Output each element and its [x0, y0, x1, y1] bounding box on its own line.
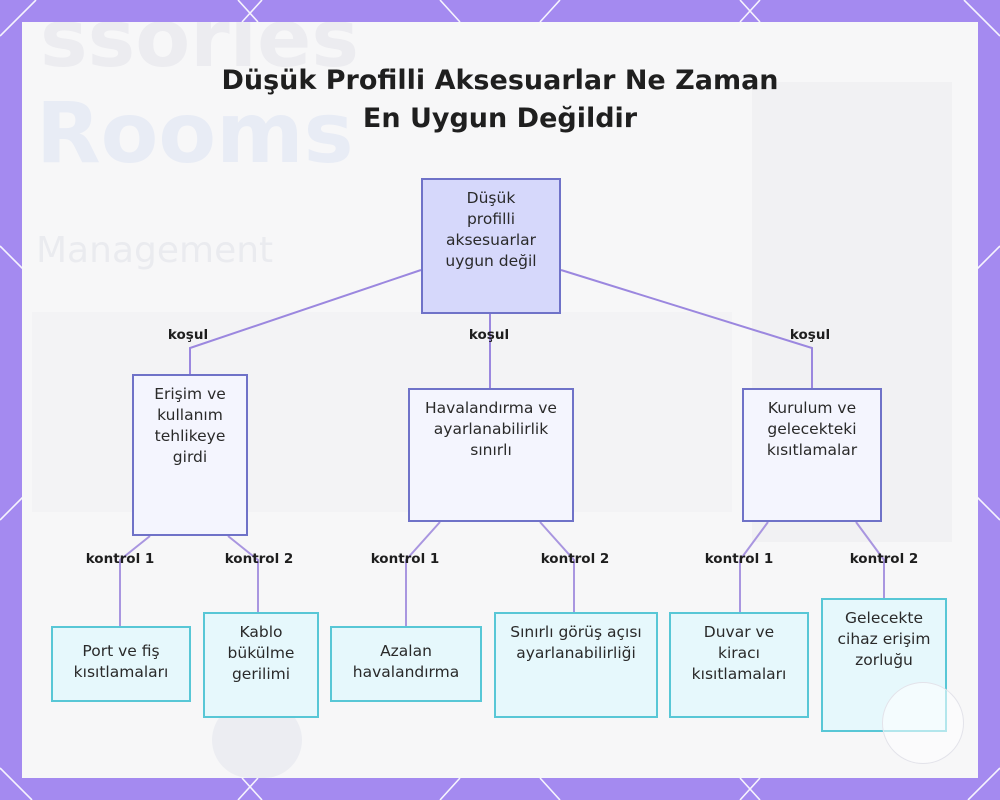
root-node-label: Düşük profilli aksesuarlar uygun değil	[445, 189, 537, 270]
leaf-node-cable: Kablo bükülme gerilimi	[203, 612, 319, 718]
leaf-node-label: Kablo bükülme gerilimi	[227, 623, 295, 683]
leaf-node-label: Azalan havalandırma	[352, 642, 460, 681]
edge-label-check-1: kontrol 1	[85, 551, 155, 567]
edge-label-check-2: kontrol 2	[224, 551, 294, 567]
edge-label-check-2: kontrol 2	[849, 551, 919, 567]
connector-b3-l6	[855, 521, 885, 598]
connector-b1-l1	[119, 535, 151, 626]
branch-node-label: Kurulum ve gelecekteki kısıtlamalar	[766, 399, 858, 459]
edge-label-condition: koşul	[167, 327, 209, 343]
branch-node-installation: Kurulum ve gelecekteki kısıtlamalar	[742, 388, 882, 522]
connector-b2-l4	[539, 521, 575, 612]
edge-label-check-1: kontrol 1	[704, 551, 774, 567]
title-line: En Uygun Değildir	[362, 103, 638, 134]
branch-node-label: Erişim ve kullanım tehlikeye girdi	[154, 385, 226, 466]
diagram-title: Düşük Profilli Aksesuarlar Ne Zaman En U…	[0, 62, 1000, 138]
blurred-background: ssories Rooms Management	[22, 22, 978, 778]
connector-b1-l2	[227, 535, 259, 612]
leaf-node-airflow: Azalan havalandırma	[330, 626, 482, 702]
leaf-node-label: Duvar ve kiracı kısıtlamaları	[691, 623, 787, 683]
branch-node-access: Erişim ve kullanım tehlikeye girdi	[132, 374, 248, 536]
root-node: Düşük profilli aksesuarlar uygun değil	[421, 178, 561, 314]
connector-b2-l3	[405, 521, 441, 626]
leaf-node-viewing-angle: Sınırlı görüş açısı ayarlanabilirliği	[494, 612, 658, 718]
branch-node-label: Havalandırma ve ayarlanabilirlik sınırlı	[425, 399, 557, 459]
title-line: Düşük Profilli Aksesuarlar Ne Zaman	[221, 65, 779, 96]
connector-root-b1	[189, 269, 422, 374]
watermark-badge	[882, 682, 964, 764]
leaf-node-label: Sınırlı görüş açısı ayarlanabilirliği	[510, 623, 642, 662]
leaf-node-label: Gelecekte cihaz erişim zorluğu	[837, 609, 931, 669]
edge-label-check-2: kontrol 2	[540, 551, 610, 567]
connector-b3-l5	[739, 521, 769, 612]
background-word: ssories	[40, 22, 359, 85]
leaf-node-wall: Duvar ve kiracı kısıtlamaları	[669, 612, 809, 718]
connector-root-b3	[560, 269, 813, 388]
branch-node-ventilation: Havalandırma ve ayarlanabilirlik sınırlı	[408, 388, 574, 522]
background-word: Rooms	[36, 84, 354, 182]
background-word: Management	[36, 230, 274, 271]
edge-label-condition: koşul	[789, 327, 831, 343]
leaf-node-port: Port ve fiş kısıtlamaları	[51, 626, 191, 702]
edge-label-condition: koşul	[468, 327, 510, 343]
edge-label-check-1: kontrol 1	[370, 551, 440, 567]
leaf-node-label: Port ve fiş kısıtlamaları	[73, 642, 169, 681]
